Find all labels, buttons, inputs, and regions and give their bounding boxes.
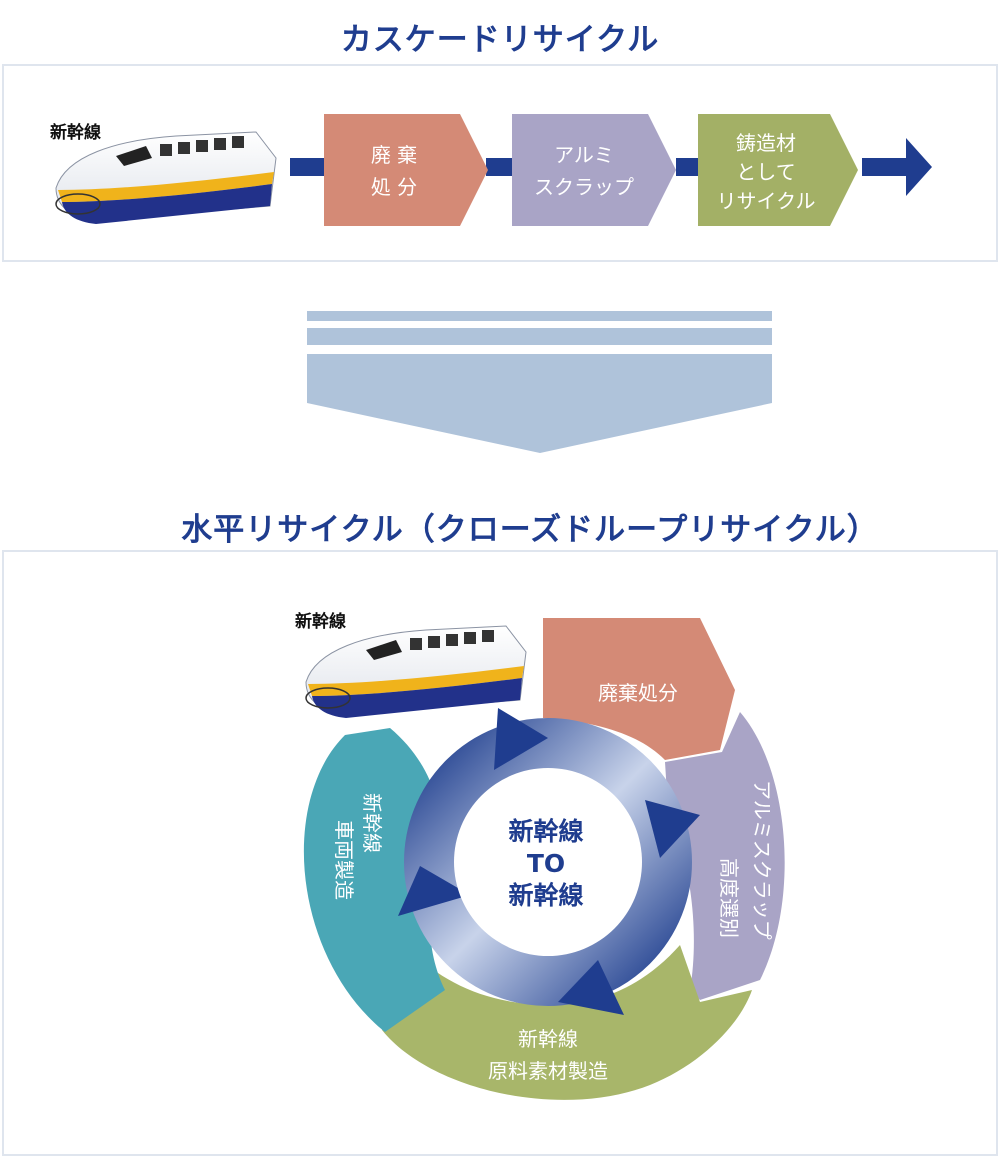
segment-label: 廃棄処分 — [598, 681, 678, 705]
svg-text:車両製造: 車両製造 — [332, 820, 356, 900]
cycle-arrow-head — [645, 800, 700, 858]
segment-material — [382, 945, 752, 1100]
step-text: スクラップ — [534, 175, 634, 199]
cycle-segments — [303, 618, 785, 1100]
step-text: 鋳造材 — [736, 131, 796, 155]
segment-label-vehicle: 新幹線 車両製造 — [332, 793, 384, 900]
connector-arrow — [676, 158, 698, 176]
cascade-title: カスケードリサイクル — [340, 22, 660, 58]
step-scrap: アルミ スクラップ — [512, 114, 676, 226]
cycle-ring — [398, 708, 700, 1015]
step-text: アルミ — [554, 143, 614, 167]
cycle-arrow-head — [398, 866, 470, 916]
segment-label-scrap: アルミスクラップ 高度選別 — [717, 780, 774, 940]
step-disposal: 廃 棄 処 分 — [324, 114, 488, 226]
center-text: 新幹線 — [508, 881, 583, 910]
step-casting: 鋳造材 として リサイクル — [698, 114, 858, 226]
segment-vehicle — [303, 728, 445, 1032]
connector-arrow — [486, 158, 512, 176]
train-illustration — [305, 625, 527, 719]
cycle-center-label: 新幹線 TO 新幹線 — [508, 817, 583, 910]
train-illustration — [55, 131, 277, 225]
step-text: 廃 棄 — [371, 143, 417, 167]
cycle-arrow-head — [494, 708, 548, 770]
segment-scrap — [665, 712, 785, 1000]
center-text: 新幹線 — [508, 817, 583, 846]
connector-arrow — [290, 158, 326, 176]
svg-text:高度選別: 高度選別 — [717, 858, 741, 938]
step-text: 処 分 — [371, 175, 417, 199]
svg-text:新幹線: 新幹線 — [360, 793, 384, 853]
final-arrow — [862, 138, 932, 196]
horizontal-title: 水平リサイクル（クローズドループリサイクル） — [181, 512, 879, 548]
step-text: リサイクル — [717, 189, 816, 213]
cycle-arrow-head — [558, 960, 624, 1015]
segment-label: 新幹線 — [518, 1027, 578, 1051]
segment-label: 原料素材製造 — [488, 1059, 608, 1083]
train-label: 新幹線 — [50, 123, 101, 143]
train-label: 新幹線 — [295, 612, 346, 632]
svg-text:アルミスクラップ: アルミスクラップ — [750, 780, 774, 940]
step-text: として — [736, 160, 795, 184]
transition-arrow — [307, 311, 772, 453]
center-text: TO — [527, 849, 565, 878]
segment-disposal — [543, 618, 735, 760]
